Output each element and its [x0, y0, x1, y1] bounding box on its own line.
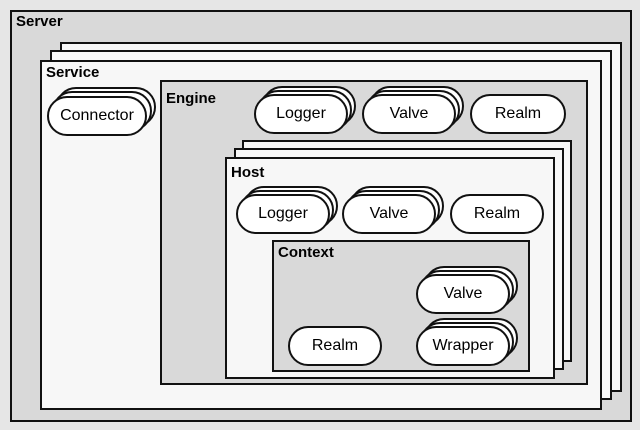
service-label: Service: [46, 64, 100, 81]
host-realm-node: Realm: [450, 194, 544, 234]
context-label: Context: [278, 244, 334, 261]
host-label: Host: [231, 164, 265, 181]
engine-label: Engine: [166, 90, 217, 107]
engine-valve-node: Valve: [362, 94, 456, 134]
host-valve-node: Valve: [342, 194, 436, 234]
context-wrapper-node: Wrapper: [416, 326, 510, 366]
engine-logger-node: Logger: [254, 94, 348, 134]
server-label: Server: [16, 13, 63, 30]
host-logger-node: Logger: [236, 194, 330, 234]
connector-node: Connector: [47, 96, 147, 136]
context-valve-node: Valve: [416, 274, 510, 314]
context-realm-node: Realm: [288, 326, 382, 366]
engine-realm-node: Realm: [470, 94, 566, 134]
